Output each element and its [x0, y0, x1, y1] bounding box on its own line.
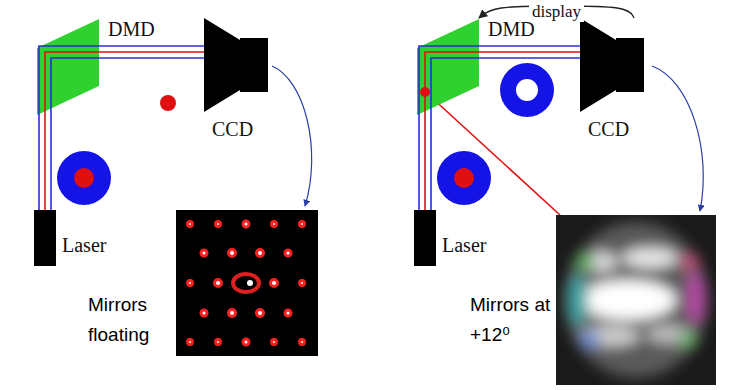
laser-body [414, 210, 436, 266]
spot [272, 222, 277, 227]
ccd-camera-shape [204, 18, 268, 112]
beam-line [51, 58, 100, 116]
spot [271, 280, 278, 287]
connector-path [480, 51, 580, 53]
laser-beam [39, 116, 51, 210]
connector-path [418, 116, 420, 210]
glow [575, 254, 595, 270]
spot [257, 310, 264, 317]
diffraction-photo [176, 210, 318, 356]
laser-source: Laser [414, 210, 436, 266]
panel-caption: Mirrors floating [88, 290, 170, 350]
mirror-array [417, 19, 479, 115]
zero-order-spot [247, 280, 253, 286]
dmd-mirror-shape [416, 18, 480, 116]
spot [243, 339, 249, 345]
spot [300, 281, 305, 286]
beam-line [419, 46, 480, 116]
ccd-camera-shape [580, 18, 644, 112]
laser-source-shape [414, 210, 436, 266]
spot [216, 340, 221, 345]
edge-label: display [529, 2, 584, 22]
laser-source-shape [34, 210, 56, 266]
mirror-array [37, 19, 99, 115]
spot [300, 222, 305, 227]
beam-line [425, 52, 480, 116]
dmd-mirror: DMD [36, 18, 100, 116]
spot [229, 250, 236, 257]
dmd-mirror-shape [36, 18, 100, 116]
beam-line [431, 58, 480, 116]
spot [188, 340, 193, 345]
device-label: CCD [588, 118, 629, 140]
glow [680, 254, 700, 270]
glow [568, 274, 588, 326]
connector-path [100, 57, 204, 59]
beam-hole [516, 79, 538, 101]
spot [215, 280, 222, 287]
spot [257, 250, 264, 257]
device-label: Laser [442, 234, 486, 256]
beam-line [45, 52, 100, 116]
red-spot [160, 95, 176, 111]
device-label: Laser [62, 234, 106, 256]
device-label: CCD [212, 118, 253, 140]
beam-core [74, 168, 94, 188]
glow [686, 272, 706, 324]
connector-path [480, 45, 580, 47]
spot [188, 281, 193, 286]
tilted-mirror-spot [420, 87, 430, 97]
panel-caption: Mirrors at +12⁰ [470, 290, 552, 350]
deflected-beam [430, 96, 560, 215]
connector-path [100, 45, 204, 47]
spot [285, 250, 291, 256]
zero-order-ring [233, 274, 259, 292]
camera-photo [556, 215, 716, 385]
laser-beam [100, 46, 204, 58]
beam-profile [437, 151, 491, 205]
connector-path [38, 116, 40, 210]
glow [678, 332, 698, 348]
laser-body [34, 210, 56, 266]
device-label: DMD [108, 18, 155, 40]
spot [272, 340, 277, 345]
ccd-camera: CCD [204, 18, 268, 112]
camera-lens [204, 18, 240, 112]
glow [580, 332, 600, 348]
leader-line [652, 66, 703, 211]
spot [201, 250, 207, 256]
spot [243, 221, 249, 227]
beam-profile [500, 63, 554, 117]
dmd-mirror: DMD [416, 18, 480, 116]
laser-beam [419, 116, 431, 210]
connector-path [50, 116, 52, 210]
beam-core [454, 168, 474, 188]
glow [564, 222, 708, 378]
connector-path [100, 51, 204, 53]
leader-line [272, 66, 312, 206]
beam-line [39, 46, 100, 116]
spot [216, 222, 221, 227]
connector-path [44, 116, 46, 210]
connector-path [430, 116, 432, 210]
spot [201, 310, 207, 316]
connector-path [480, 57, 580, 59]
camera-body [616, 38, 644, 92]
spot [188, 222, 193, 227]
laser-source: Laser [34, 210, 56, 266]
laser-beam [480, 46, 580, 58]
camera-lens [580, 18, 616, 112]
glow [622, 248, 678, 268]
glow [580, 280, 676, 320]
beam-profile [57, 151, 111, 205]
connector-path [424, 116, 426, 210]
spot [285, 310, 291, 316]
camera-body [240, 38, 268, 92]
diffraction-spots [188, 221, 305, 345]
device-label: DMD [488, 18, 535, 40]
spot [229, 310, 236, 317]
ccd-camera: CCD [580, 18, 644, 112]
spot [300, 340, 305, 345]
blurred-pattern [564, 222, 708, 378]
